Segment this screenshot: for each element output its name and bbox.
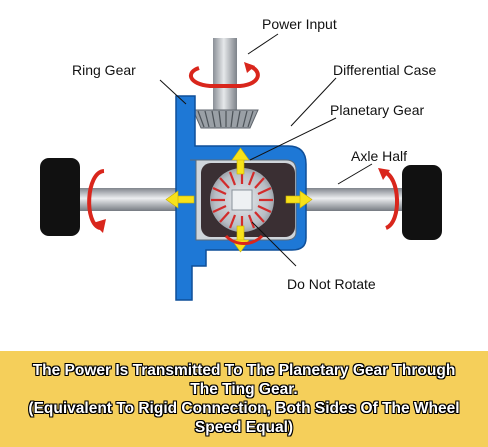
planetary-gear-assembly <box>201 163 295 237</box>
caption-line-4: Speed Equal) <box>194 419 294 436</box>
label-power-input: Power Input <box>262 16 337 32</box>
caption-line-1: The Power Is Transmitted To The Planetar… <box>32 362 456 379</box>
right-wheel-rotation-arrow <box>383 170 400 230</box>
caption-box: The Power Is Transmitted To The Planetar… <box>0 351 488 447</box>
left-wheel <box>40 158 80 236</box>
caption-line-3: (Equivalent To Rigid Connection, Both Si… <box>28 400 460 417</box>
label-ring-gear: Ring Gear <box>72 62 136 78</box>
right-axle-shaft <box>300 188 418 211</box>
input-shaft <box>213 38 237 110</box>
differential-illustration <box>40 33 442 301</box>
gear-rotation-arrow <box>224 234 264 245</box>
label-axle-half: Axle Half <box>351 148 408 164</box>
right-wheel <box>402 165 442 240</box>
caption-line-2: The Ting Gear. <box>190 381 298 398</box>
label-planetary-gear: Planetary Gear <box>330 102 425 118</box>
left-axle-shaft <box>62 188 184 211</box>
pinion-gear <box>192 109 259 129</box>
label-differential-case: Differential Case <box>333 62 437 78</box>
leader-lines <box>159 33 373 267</box>
force-arrows <box>165 147 313 253</box>
input-rotation-arrow <box>188 64 260 88</box>
label-do-not-rotate: Do Not Rotate <box>287 276 376 292</box>
